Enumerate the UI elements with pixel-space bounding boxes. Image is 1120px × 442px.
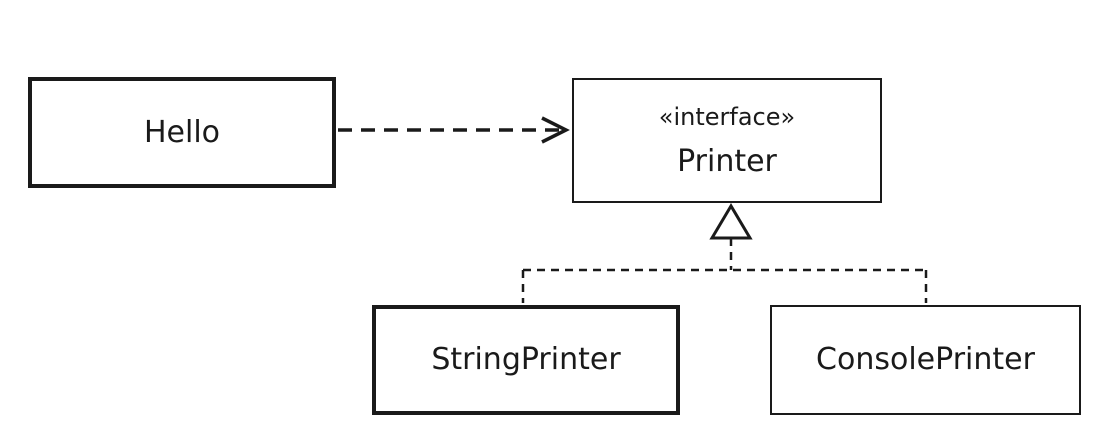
class-box-stringprinter: StringPrinter bbox=[372, 305, 680, 415]
realization-triangle-icon bbox=[709, 203, 753, 240]
class-name-stringprinter: StringPrinter bbox=[431, 342, 621, 377]
class-name-hello: Hello bbox=[143, 114, 221, 150]
class-name-printer: Printer bbox=[677, 143, 777, 179]
interface-stereotype: «interface» bbox=[658, 102, 796, 131]
class-name-consoleprinter: ConsolePrinter bbox=[816, 342, 1035, 377]
interface-box-printer: «interface» Printer bbox=[572, 78, 882, 203]
class-box-hello: Hello bbox=[28, 77, 336, 188]
dependency-arrowhead bbox=[541, 116, 570, 144]
class-box-consoleprinter: ConsolePrinter bbox=[770, 305, 1081, 415]
